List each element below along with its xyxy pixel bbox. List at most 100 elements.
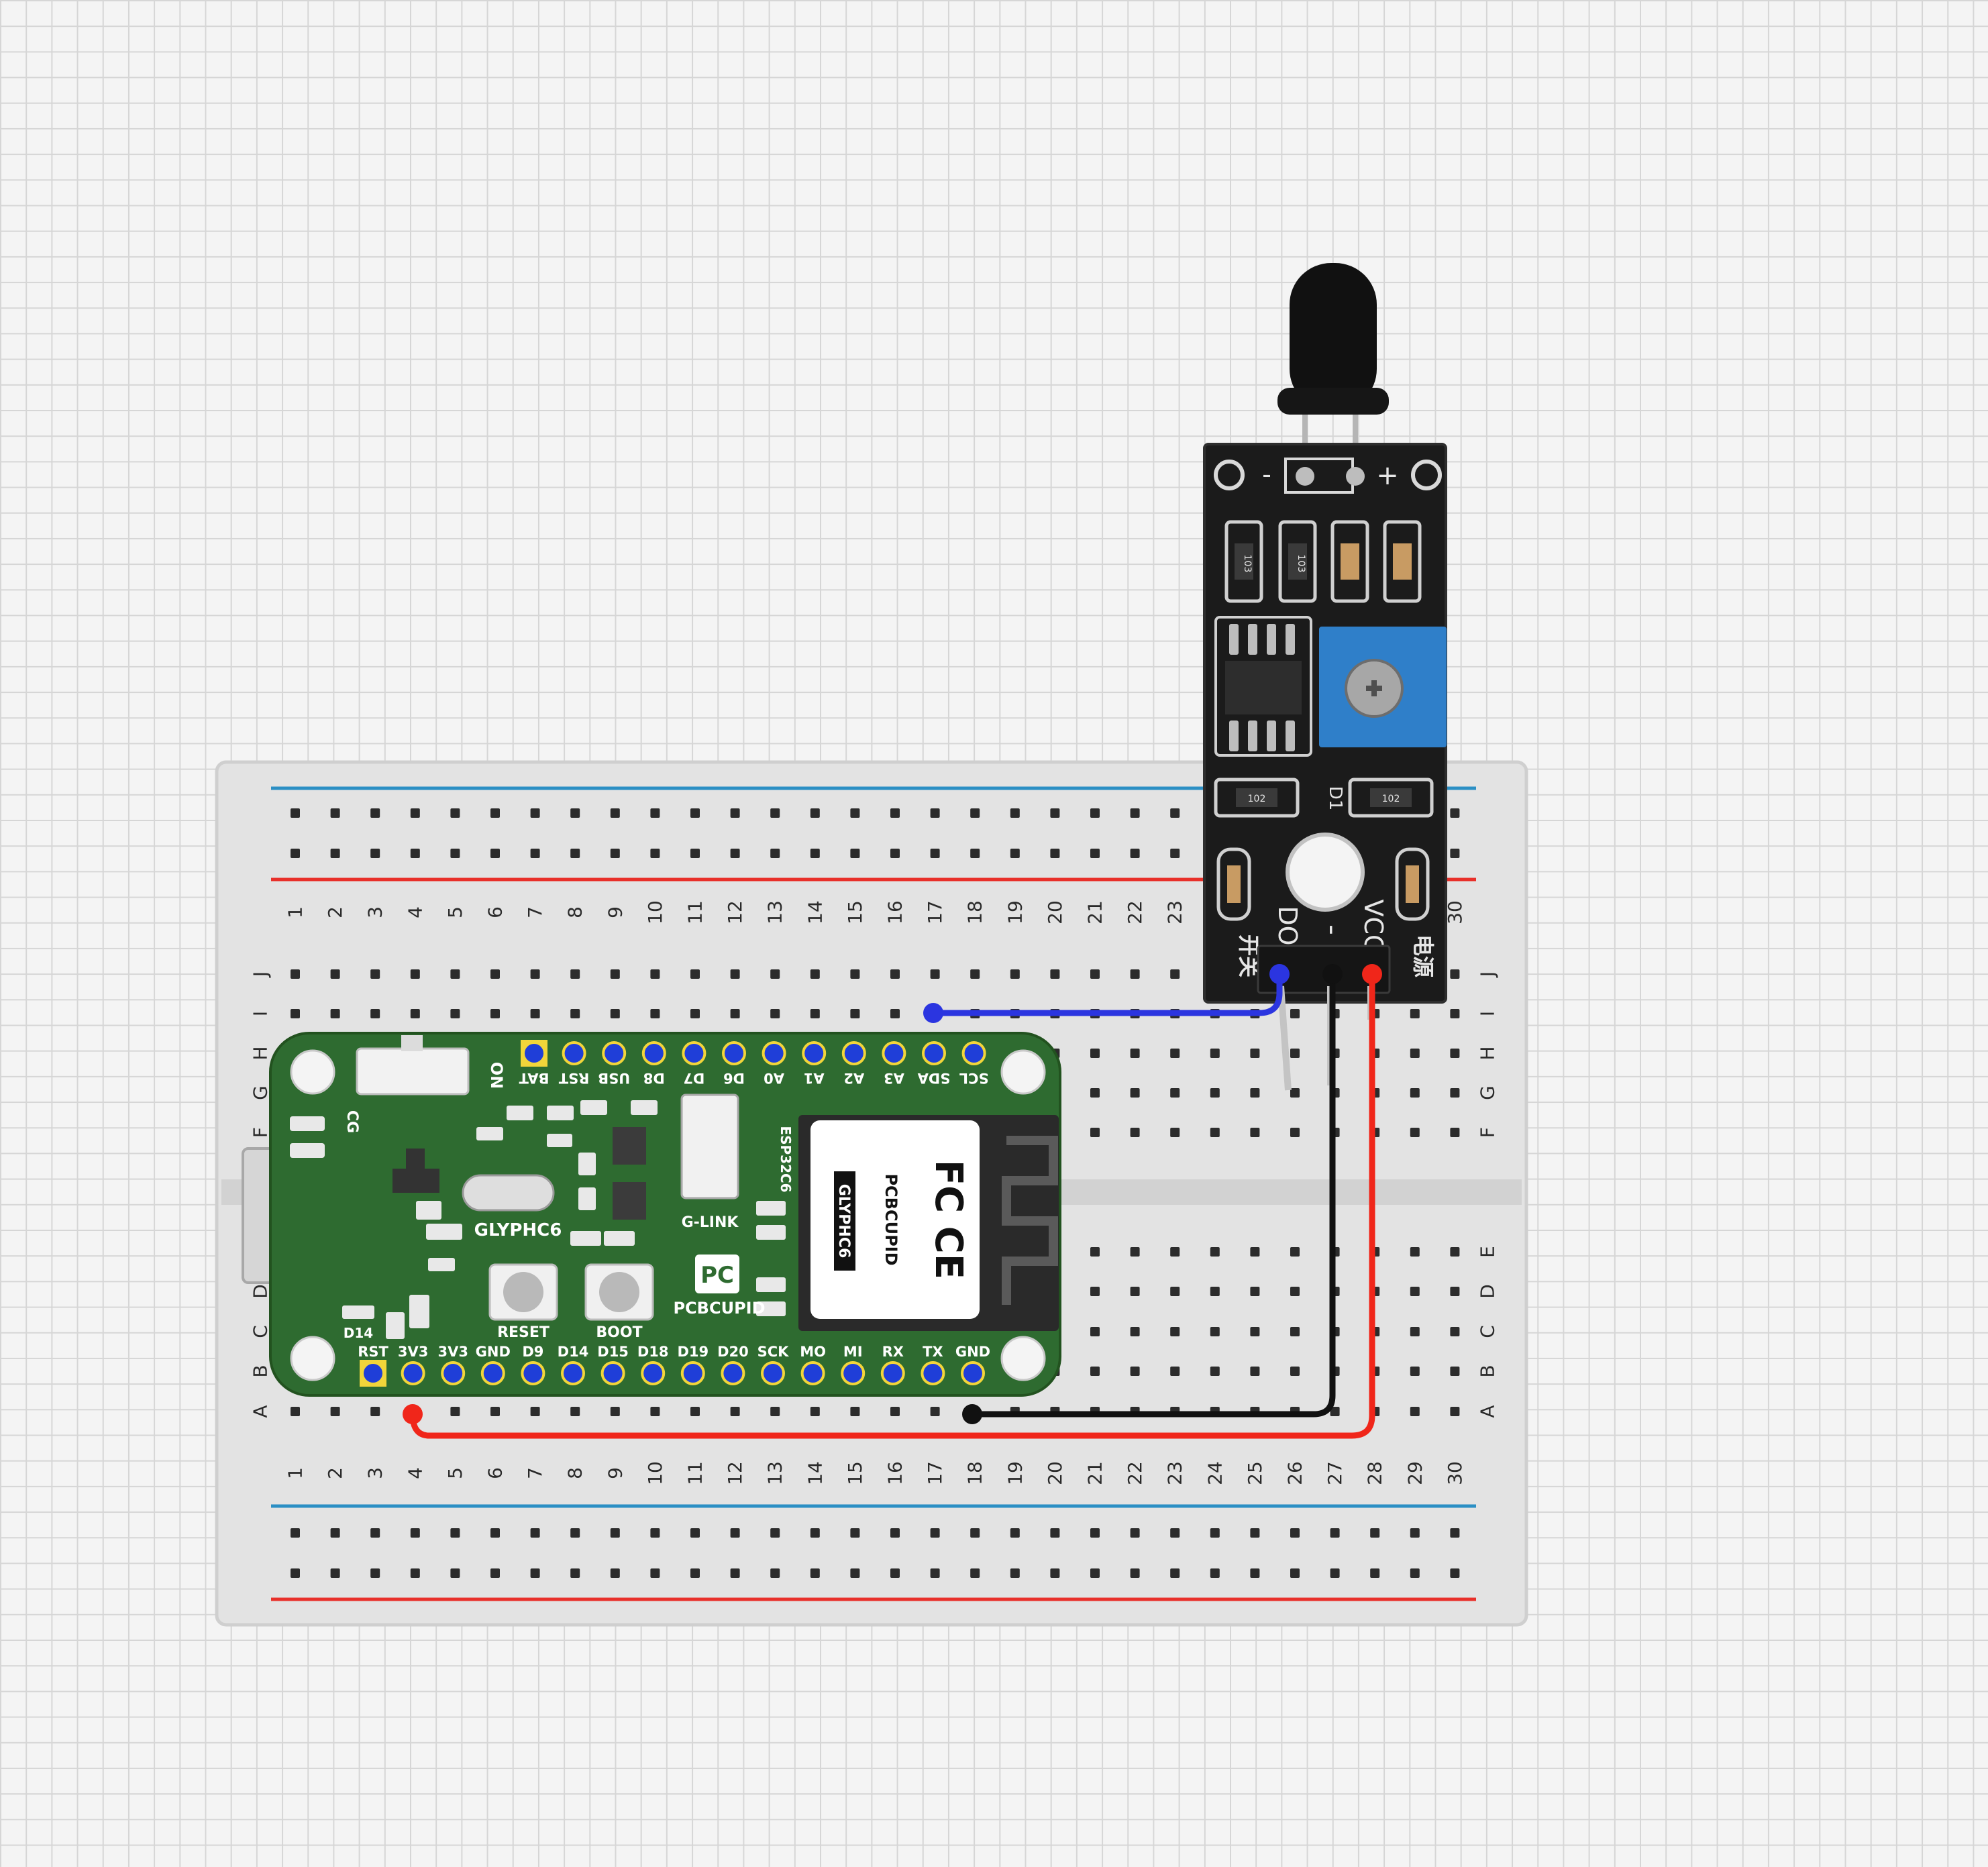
pin-pad-sck[interactable] <box>761 1361 785 1385</box>
breadboard-hole <box>1130 1327 1140 1336</box>
pin-pad-tx[interactable] <box>921 1361 945 1385</box>
rail-hole <box>1010 849 1020 858</box>
row-label: D <box>250 1284 272 1299</box>
rail-hole <box>1250 1528 1260 1538</box>
pin-pad-d18[interactable] <box>641 1361 666 1385</box>
column-label: 4 <box>404 906 426 918</box>
breadboard-hole <box>1130 1049 1140 1058</box>
wire-vcc-3v3[interactable] <box>409 971 1375 1439</box>
row-label: B <box>1477 1365 1499 1377</box>
breadboard-hole <box>1250 1088 1260 1098</box>
pin-pad-d19[interactable] <box>680 1361 705 1385</box>
rail-hole <box>570 849 580 858</box>
breadboard-hole <box>1250 1327 1260 1336</box>
rail-hole <box>650 1568 660 1578</box>
breadboard-hole <box>1410 1367 1420 1376</box>
pin-pad-3v3[interactable] <box>401 1361 425 1385</box>
pin-pad-rst[interactable] <box>562 1041 586 1065</box>
breadboard-hole <box>1090 1088 1100 1098</box>
flame-sensor-module[interactable]: - + 103 103 <box>1203 263 1447 1091</box>
row-label: G <box>1477 1085 1499 1100</box>
pin-pad-d7[interactable] <box>682 1041 707 1065</box>
rail-hole <box>1370 1528 1380 1538</box>
column-label: 24 <box>1204 1461 1226 1485</box>
breadboard-hole <box>1210 1327 1220 1336</box>
pin-label: D15 <box>597 1344 629 1360</box>
rail-hole <box>770 1528 780 1538</box>
pin-pad-3v3[interactable] <box>441 1361 466 1385</box>
rail-hole <box>1250 1568 1260 1578</box>
wire-do-sda[interactable] <box>930 971 1283 1016</box>
pin-pad-a2[interactable] <box>841 1041 866 1065</box>
pin-pad-bat[interactable] <box>522 1041 546 1065</box>
pin-pad-a0[interactable] <box>762 1041 786 1065</box>
boot-label: BOOT <box>596 1324 642 1341</box>
row-label: J <box>1477 971 1499 978</box>
potentiometer-slot <box>1366 680 1382 696</box>
wire-gnd-gnd[interactable] <box>969 971 1336 1418</box>
row-label: H <box>1477 1046 1499 1060</box>
brand-logo <box>695 1255 739 1293</box>
pin-label: D7 <box>683 1070 704 1086</box>
pin-pad-d9[interactable] <box>521 1361 545 1385</box>
pin-label: SDA <box>917 1070 951 1086</box>
row-label: I <box>1477 1011 1499 1016</box>
column-label: 19 <box>1004 1461 1026 1485</box>
breadboard-hole <box>690 969 700 979</box>
rail-hole <box>450 1568 460 1578</box>
breadboard-hole <box>330 1009 340 1018</box>
pin-pad-d20[interactable] <box>721 1361 745 1385</box>
status-led-right <box>1395 847 1430 921</box>
rail-hole <box>1290 1568 1300 1578</box>
pin-pad-rx[interactable] <box>880 1361 905 1385</box>
pin-pad-d6[interactable] <box>722 1041 746 1065</box>
pin-pad-a1[interactable] <box>802 1041 827 1065</box>
column-label: 18 <box>964 1461 986 1485</box>
pin-pad-a3[interactable] <box>882 1041 906 1065</box>
pin-pad-d14[interactable] <box>561 1361 585 1385</box>
pin-label-do: DO <box>1273 906 1302 945</box>
pin-pad-usb[interactable] <box>602 1041 627 1065</box>
column-label: 4 <box>404 1467 426 1479</box>
rail-hole <box>370 849 380 858</box>
g-link-connector[interactable] <box>680 1093 739 1199</box>
rail-hole <box>930 808 940 818</box>
pin-pad-gnd[interactable] <box>480 1361 505 1385</box>
breadboard-hole <box>450 969 460 979</box>
rail-hole <box>330 808 340 818</box>
rail-hole <box>930 849 940 858</box>
pin-pad-rst[interactable] <box>361 1361 385 1385</box>
breadboard-hole <box>1410 1088 1420 1098</box>
crystal <box>462 1174 555 1212</box>
breadboard-hole <box>1290 1049 1300 1058</box>
pin-pad-sda[interactable] <box>922 1041 946 1065</box>
glyphc6-board[interactable]: ON CG <box>242 1032 1061 1397</box>
rail-hole <box>1450 1528 1460 1538</box>
pin-pad-scl[interactable] <box>961 1041 986 1065</box>
rail-hole <box>291 1528 300 1538</box>
breadboard-hole <box>370 1407 380 1416</box>
breadboard-hole <box>1250 1367 1260 1376</box>
pin-pad-gnd[interactable] <box>961 1361 985 1385</box>
wire-vcc-3v3-end-2 <box>403 1404 423 1424</box>
power-switch[interactable] <box>356 1047 470 1096</box>
rail-hole <box>650 808 660 818</box>
breadboard-hole <box>730 1407 740 1416</box>
pin-pad-mi[interactable] <box>841 1361 866 1385</box>
column-label: 8 <box>564 906 586 918</box>
led-pad-2 <box>1346 467 1365 486</box>
column-label: 16 <box>884 900 906 924</box>
pin-pad-d15[interactable] <box>600 1361 625 1385</box>
pin-pad-d8[interactable] <box>641 1041 666 1065</box>
rail-hole <box>970 1528 980 1538</box>
row-label: C <box>1477 1325 1499 1338</box>
column-label: 22 <box>1124 1461 1146 1485</box>
column-label: 10 <box>644 900 666 924</box>
rail-hole <box>1050 808 1060 818</box>
rail-hole <box>1090 808 1100 818</box>
column-label: 5 <box>444 1467 466 1479</box>
column-label: 13 <box>764 900 786 924</box>
pin-pad-mo[interactable] <box>800 1361 825 1385</box>
resistor-102-left-code: 102 <box>1248 794 1266 804</box>
breadboard-hole <box>850 1009 860 1018</box>
